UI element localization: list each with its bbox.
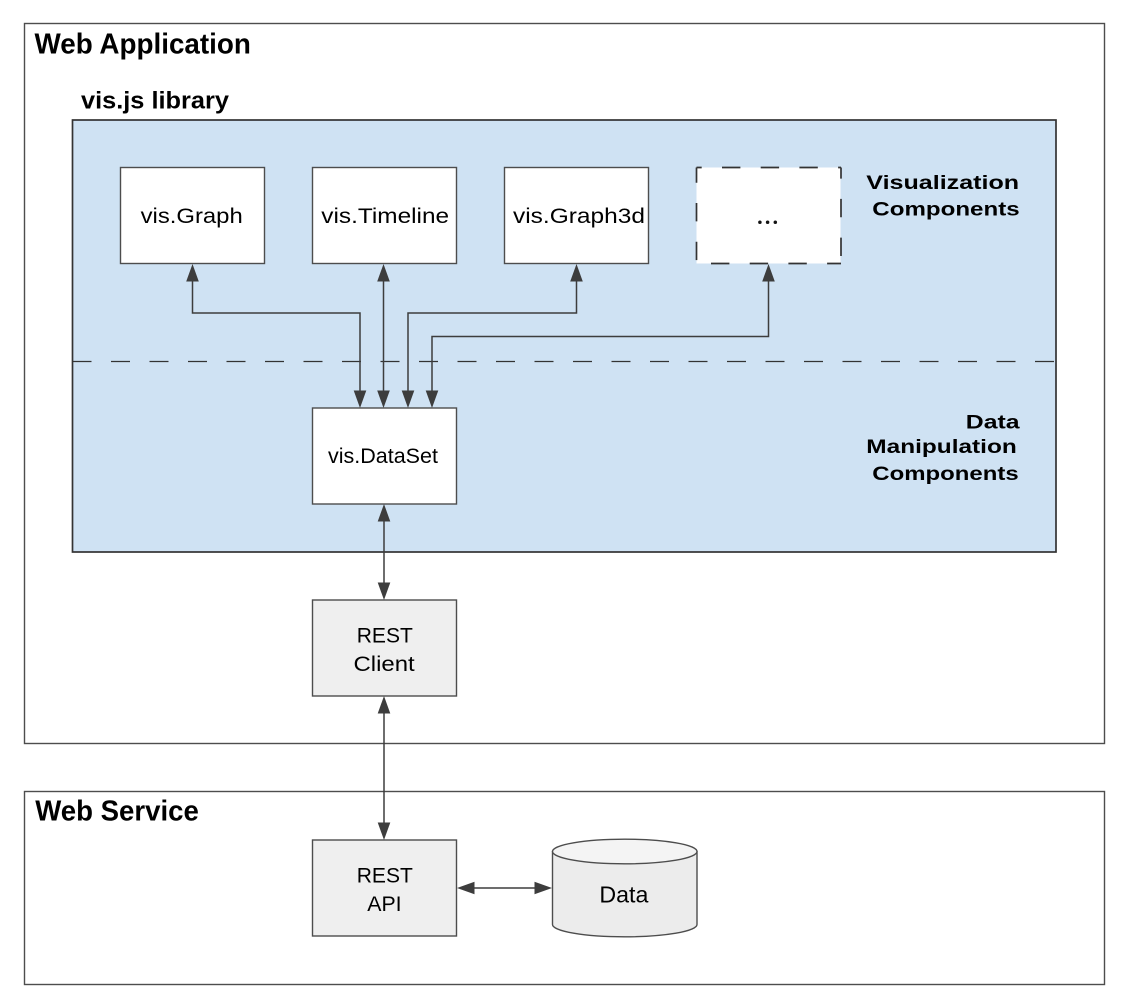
svg-text:vis.js library: vis.js library — [81, 88, 229, 114]
svg-text:Manipulation: Manipulation — [866, 435, 1016, 457]
svg-text:REST: REST — [357, 625, 413, 648]
svg-text:Components: Components — [872, 462, 1018, 484]
svg-text:Data: Data — [966, 411, 1020, 433]
svg-text:Visualization: Visualization — [866, 171, 1019, 193]
svg-text:Components: Components — [872, 198, 1019, 220]
svg-text:Web Application: Web Application — [35, 28, 251, 59]
svg-text:REST: REST — [357, 865, 413, 888]
svg-text:vis.Graph: vis.Graph — [141, 204, 243, 227]
svg-text:Client: Client — [354, 652, 416, 675]
svg-text:vis.Timeline: vis.Timeline — [321, 204, 449, 228]
svg-text:vis.Graph3d: vis.Graph3d — [513, 204, 645, 228]
svg-text:API: API — [367, 893, 401, 916]
svg-text:Data: Data — [599, 882, 648, 908]
svg-text:Web Service: Web Service — [35, 795, 199, 826]
svg-text:vis.DataSet: vis.DataSet — [328, 444, 438, 468]
